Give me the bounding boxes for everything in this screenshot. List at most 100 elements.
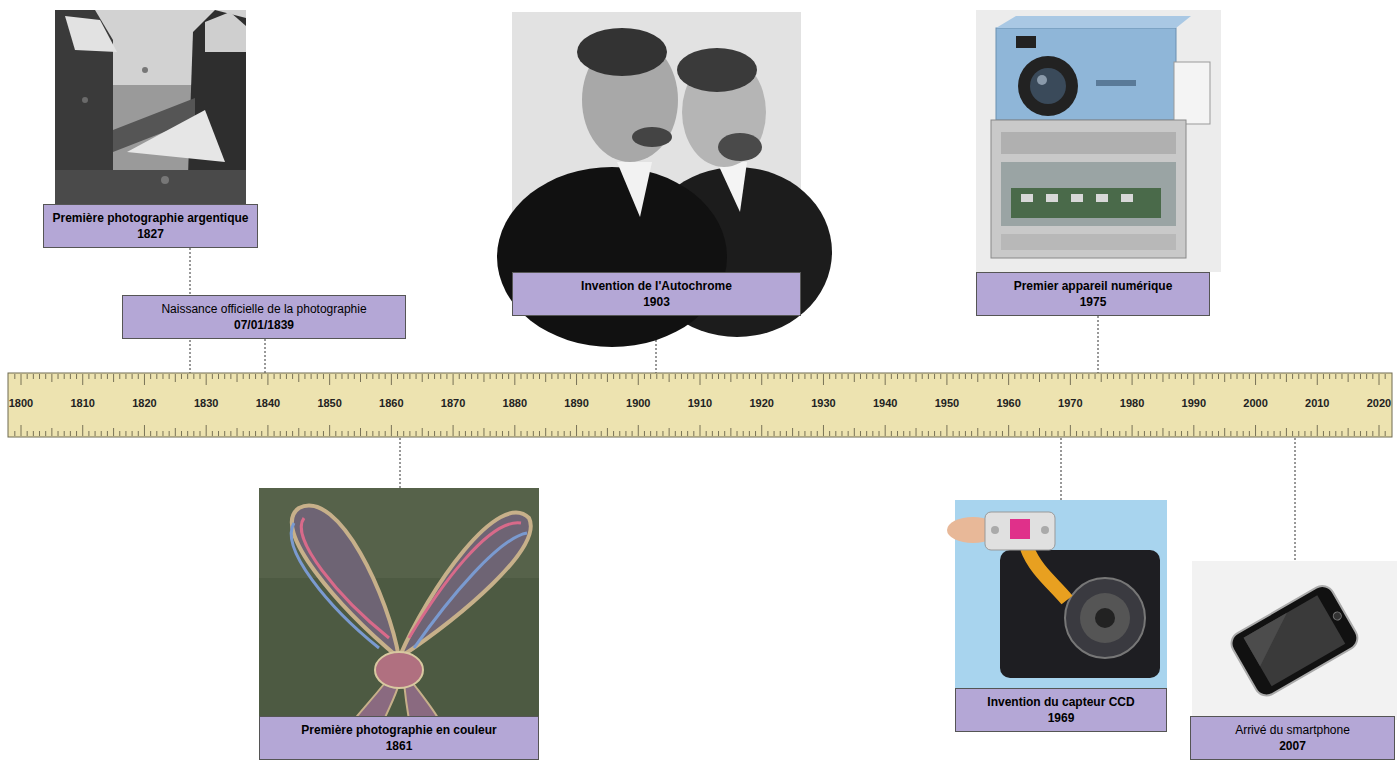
ruler-tick	[934, 374, 935, 379]
lumiere-portrait-part	[497, 167, 727, 347]
tartan-ribbon-photo-part	[291, 523, 379, 648]
smartphone-photo-part	[1192, 561, 1397, 720]
ruler-tick	[1323, 374, 1324, 379]
ruler-tick	[971, 431, 972, 436]
event-date: 07/01/1839	[234, 317, 294, 333]
event-label-box: Invention de l'Autochrome1903	[512, 272, 801, 316]
ruler-tick	[601, 431, 602, 436]
ruler-tick	[169, 374, 170, 379]
ruler-tick	[983, 374, 984, 379]
event-date: 2007	[1279, 738, 1306, 754]
ruler-tick	[558, 431, 559, 436]
year-label: 1890	[552, 396, 602, 410]
ruler-tick	[780, 374, 781, 379]
year-label: 1990	[1169, 396, 1219, 410]
ruler-tick	[638, 374, 639, 385]
ruler-tick	[712, 374, 713, 379]
ruler-tick	[588, 374, 589, 379]
ruler-tick	[872, 431, 873, 436]
ruler-tick	[1101, 374, 1102, 382]
smartphone-photo-part-part	[1227, 582, 1362, 700]
ruler-tick	[1237, 374, 1238, 379]
ruler-tick	[132, 431, 133, 436]
ruler-tick	[971, 374, 972, 379]
ruler-tick	[737, 431, 738, 436]
ruler-tick	[613, 374, 614, 379]
ruler-tick	[1156, 431, 1157, 436]
ccd-sensor-photo	[947, 500, 1167, 688]
ruler-tick	[1335, 431, 1336, 436]
ruler-tick	[292, 431, 293, 436]
ruler-tick	[946, 374, 947, 385]
ruler-tick	[477, 374, 478, 379]
event-label-box: Arrivé du smartphone2007	[1190, 716, 1395, 760]
ruler-tick	[58, 374, 59, 379]
event-label-box: Naissance officielle de la photographie0…	[122, 295, 406, 339]
ruler-tick	[1113, 374, 1114, 379]
digital-camera-photo-part	[1001, 234, 1176, 250]
digital-camera-photo-part	[996, 28, 1176, 120]
ruler-tick	[1199, 431, 1200, 436]
ruler-tick	[483, 374, 484, 382]
ruler-tick	[1230, 374, 1231, 379]
ruler-tick	[1243, 431, 1244, 436]
ruler-tick	[453, 425, 454, 436]
ruler-tick	[409, 431, 410, 436]
ruler-tick	[1354, 374, 1355, 379]
ruler-tick	[551, 374, 552, 379]
digital-camera-photo-part	[1016, 36, 1036, 48]
ruler-tick	[1070, 374, 1071, 385]
ruler-tick	[385, 431, 386, 436]
leader-line	[1098, 316, 1099, 373]
ruler-tick	[1162, 428, 1163, 436]
ruler-tick	[508, 374, 509, 379]
ruler-tick	[1329, 431, 1330, 436]
ruler-tick	[662, 431, 663, 436]
ruler-tick	[366, 374, 367, 379]
digital-camera-photo-part	[1001, 162, 1176, 226]
ruler-tick	[823, 374, 824, 385]
ruler-tick	[551, 431, 552, 436]
ruler-tick	[823, 425, 824, 436]
ruler-tick	[298, 428, 299, 436]
ruler-tick	[743, 431, 744, 436]
ruler-tick	[1224, 428, 1225, 436]
ruler-tick	[730, 374, 731, 382]
ruler-tick	[169, 431, 170, 436]
smartphone-photo-part	[1227, 582, 1362, 700]
event-title: Arrivé du smartphone	[1235, 722, 1350, 738]
ruler-tick	[841, 374, 842, 379]
ruler-tick	[903, 374, 904, 379]
digital-camera-photo-part	[1046, 194, 1058, 202]
ruler-tick	[1014, 431, 1015, 436]
ruler-tick	[218, 374, 219, 379]
ruler-tick	[576, 425, 577, 436]
ruler-tick	[212, 431, 213, 436]
ruler-tick	[218, 431, 219, 436]
event-date: 1903	[643, 294, 670, 310]
ruler-tick	[1156, 374, 1157, 379]
ccd-sensor-photo-part	[1080, 593, 1130, 643]
ruler-tick	[675, 374, 676, 379]
ruler-tick	[545, 374, 546, 382]
ruler-tick	[33, 374, 34, 379]
ruler-tick	[354, 374, 355, 379]
event-title: Première photographie en couleur	[301, 722, 496, 738]
ruler-tick	[675, 431, 676, 436]
ruler-tick	[1379, 374, 1380, 385]
year-label: 1980	[1107, 396, 1157, 410]
event-title: Naissance officielle de la photographie	[161, 301, 366, 317]
ruler-tick	[1119, 431, 1120, 436]
ruler-tick	[619, 431, 620, 436]
ruler-tick	[774, 374, 775, 379]
ruler-tick	[792, 428, 793, 436]
ruler-tick	[903, 431, 904, 436]
ruler-tick	[712, 431, 713, 436]
ruler-tick	[267, 374, 268, 385]
ruler-tick	[798, 374, 799, 379]
ruler-tick	[841, 431, 842, 436]
ruler-tick	[230, 431, 231, 436]
ruler-tick	[1261, 431, 1262, 436]
ruler-tick	[391, 425, 392, 436]
ruler-band	[8, 373, 1392, 437]
